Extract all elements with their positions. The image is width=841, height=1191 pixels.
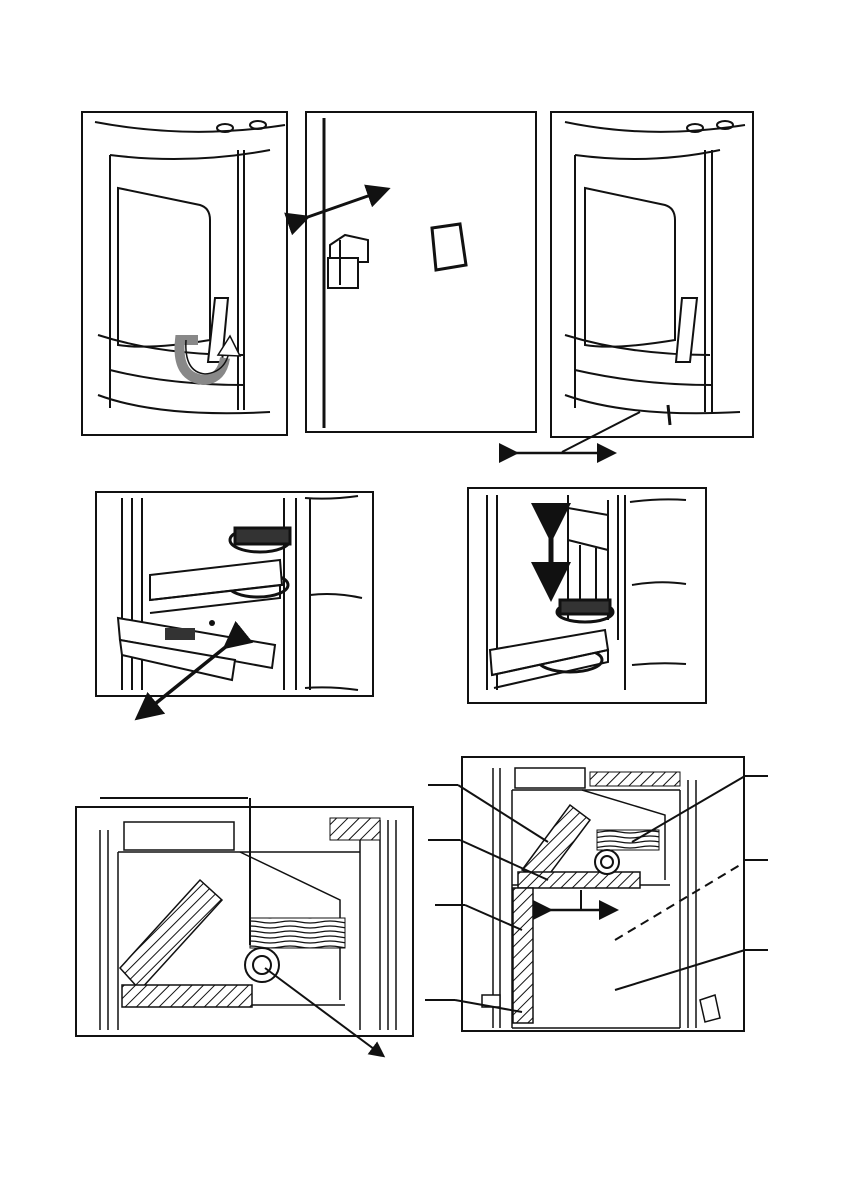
panel-section-left: [76, 798, 413, 1055]
panel-grate-lift: [468, 488, 706, 703]
panel-door-open: [82, 112, 287, 435]
wood-logs: [250, 918, 345, 948]
pipe-circle: [595, 850, 619, 874]
panel-door-closed: [551, 112, 753, 437]
panel-drawer-out: [96, 492, 373, 696]
pipe-circle: [245, 948, 279, 982]
panel-door-detail: [305, 112, 536, 432]
panel-section-right: [425, 757, 768, 1031]
wood-logs: [597, 830, 659, 850]
